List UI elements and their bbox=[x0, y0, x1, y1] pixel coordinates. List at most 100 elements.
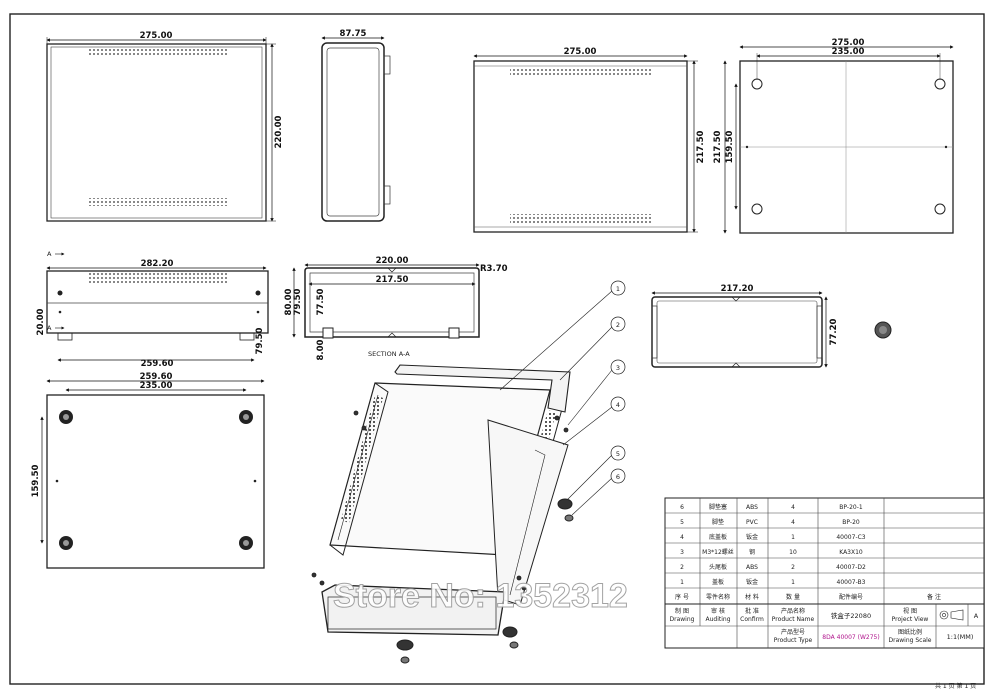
balloon-6: 6 bbox=[616, 473, 620, 481]
bom-code-cell: BP-20 bbox=[842, 519, 860, 526]
bom-name-cell: 脚垫 bbox=[712, 518, 724, 526]
section-mark-top: A bbox=[47, 250, 52, 258]
section-mark-bottom: A bbox=[47, 324, 52, 332]
panel-width-dim: 217.20 bbox=[721, 284, 754, 294]
bom-no-cell: 3 bbox=[680, 549, 684, 556]
balloon-5: 5 bbox=[616, 450, 620, 458]
bom-no-cell: 6 bbox=[680, 504, 684, 511]
bom-code-cell: 40007-B3 bbox=[837, 579, 866, 586]
bom-no-cell: 2 bbox=[680, 564, 684, 571]
side-view: 87.75 bbox=[321, 29, 391, 222]
bom-qty-cell: 1 bbox=[791, 579, 795, 586]
base-width-dim1: 259.60 bbox=[140, 372, 173, 382]
tb-ptype-value: 8DA 40007 (W275) bbox=[822, 634, 879, 641]
bottom-height-dim2: 159.50 bbox=[725, 131, 735, 164]
tb-audit-cn: 审 核 bbox=[711, 607, 725, 615]
balloon-4: 4 bbox=[616, 401, 620, 409]
base-width-dim2: 235.00 bbox=[140, 381, 173, 391]
bom-note-header: 备 注 bbox=[927, 593, 941, 601]
balloon-3: 3 bbox=[616, 364, 620, 372]
sheet-border bbox=[9, 13, 985, 685]
tb-confirm-cn: 批 准 bbox=[745, 607, 759, 615]
exploded-view bbox=[311, 290, 613, 664]
base-view: 259.60 235.00 159.50 bbox=[31, 372, 265, 569]
tb-scale-en: Drawing Scale bbox=[889, 637, 932, 644]
bottom-width-dim1: 275.00 bbox=[832, 38, 865, 48]
tb-audit-en: Auditing bbox=[705, 616, 730, 623]
bottom-width-dim2: 235.00 bbox=[832, 47, 865, 57]
tb-page-note: 共 1 页 第 1 页 bbox=[935, 682, 976, 690]
bom-material-cell: 钣金 bbox=[746, 533, 758, 541]
tb-view-code: A bbox=[974, 612, 979, 620]
back-width-dim: 275.00 bbox=[564, 47, 597, 57]
bom-qty-cell: 10 bbox=[789, 549, 797, 556]
tb-ptype-cn: 产品型号 bbox=[781, 628, 805, 636]
side2-height-dim: 79.50 bbox=[255, 327, 265, 354]
bom-material-cell: ABS bbox=[746, 504, 758, 511]
section-a-a: 220.00 R3.70 217.50 80.00 79.50 77.50 8.… bbox=[284, 256, 508, 360]
base-height-dim: 159.50 bbox=[31, 465, 41, 498]
sec-foot-dim: 8.00 bbox=[316, 339, 326, 360]
bom-qty-header: 数 量 bbox=[786, 593, 800, 601]
bom-name-cell: M3*12螺丝 bbox=[702, 548, 734, 556]
sec-width-dim2: 217.50 bbox=[376, 275, 409, 285]
tb-view-cn: 视 图 bbox=[903, 607, 917, 615]
bom-name-cell: 底盖板 bbox=[709, 533, 727, 541]
tb-scale-cn: 图纸比例 bbox=[898, 628, 922, 636]
bottom-view: 275.00 235.00 217.50 159.50 bbox=[713, 38, 954, 234]
sec-radius-dim: R3.70 bbox=[480, 264, 508, 274]
bom-no-cell: 4 bbox=[680, 534, 684, 541]
side2-foot-dim: 20.00 bbox=[36, 308, 46, 335]
bom-code-header: 配件编号 bbox=[839, 593, 863, 601]
bom-code-cell: 40007-C3 bbox=[836, 534, 865, 541]
bom-name-cell: 盖板 bbox=[712, 578, 724, 586]
balloon-2: 2 bbox=[616, 321, 620, 329]
sec-height-dim2: 79.50 bbox=[293, 288, 303, 315]
bom-no-cell: 5 bbox=[680, 519, 684, 526]
bom-name-cell: 头尾板 bbox=[709, 563, 727, 571]
bom-material-cell: 钢 bbox=[749, 548, 755, 556]
front-height-dim: 220.00 bbox=[274, 116, 284, 149]
bottom-height-dim1: 217.50 bbox=[713, 131, 723, 164]
front-view: 275.00 220.00 bbox=[46, 31, 284, 222]
tb-pname-value: 铁盒子22080 bbox=[831, 611, 871, 620]
tb-scale-value: 1:1(MM) bbox=[947, 633, 974, 641]
watermark: Store No: 1352312 bbox=[333, 577, 628, 615]
bom-no-cell: 1 bbox=[680, 579, 684, 586]
bom-material-cell: 钣金 bbox=[746, 578, 758, 586]
side2-width-dim: 282.20 bbox=[141, 259, 174, 269]
bom-name-header: 零件名称 bbox=[706, 593, 730, 601]
tb-pname-en: Product Name bbox=[772, 616, 815, 623]
sec-height-dim1: 80.00 bbox=[284, 288, 294, 315]
tb-drawing-cn: 制 图 bbox=[675, 607, 689, 615]
back-height-dim: 217.50 bbox=[696, 131, 706, 164]
front-width-dim: 275.00 bbox=[140, 31, 173, 41]
bom-material-header: 材 料 bbox=[745, 593, 759, 601]
bom-no-header: 序 号 bbox=[675, 593, 689, 601]
sec-width-dim1: 220.00 bbox=[376, 256, 409, 266]
end-panel-view: 217.20 77.20 bbox=[651, 284, 892, 368]
back-view: 275.00 217.50 bbox=[473, 47, 706, 233]
bom-material-cell: ABS bbox=[746, 564, 758, 571]
bom-name-cell: 脚垫塞 bbox=[709, 503, 727, 511]
side-width-dim: 87.75 bbox=[340, 29, 367, 39]
bom-code-cell: KA3X10 bbox=[839, 549, 863, 556]
side-elevation: A 282.20 A 259.60 20.00 79.50 bbox=[36, 250, 269, 369]
bom-qty-cell: 2 bbox=[791, 564, 795, 571]
tb-drawing-en: Drawing bbox=[670, 616, 695, 623]
sec-height-dim3: 77.50 bbox=[316, 288, 326, 315]
bom-qty-cell: 4 bbox=[791, 519, 795, 526]
side2-base-dim: 259.60 bbox=[141, 359, 174, 369]
tb-pname-cn: 产品名称 bbox=[781, 607, 805, 615]
section-label: SECTION A-A bbox=[368, 350, 410, 358]
bom-code-cell: 40007-D2 bbox=[836, 564, 866, 571]
bom-material-cell: PVC bbox=[746, 519, 758, 526]
bom-code-cell: BP-20-1 bbox=[839, 504, 863, 511]
title-block: 制 图 Drawing 审 核 Auditing 批 准 Confirm 产品名… bbox=[664, 603, 985, 690]
balloons: 1 2 3 4 5 6 bbox=[610, 280, 626, 484]
tb-view-en: Project View bbox=[892, 616, 929, 623]
balloon-1: 1 bbox=[616, 285, 620, 293]
panel-height-dim: 77.20 bbox=[829, 318, 839, 345]
